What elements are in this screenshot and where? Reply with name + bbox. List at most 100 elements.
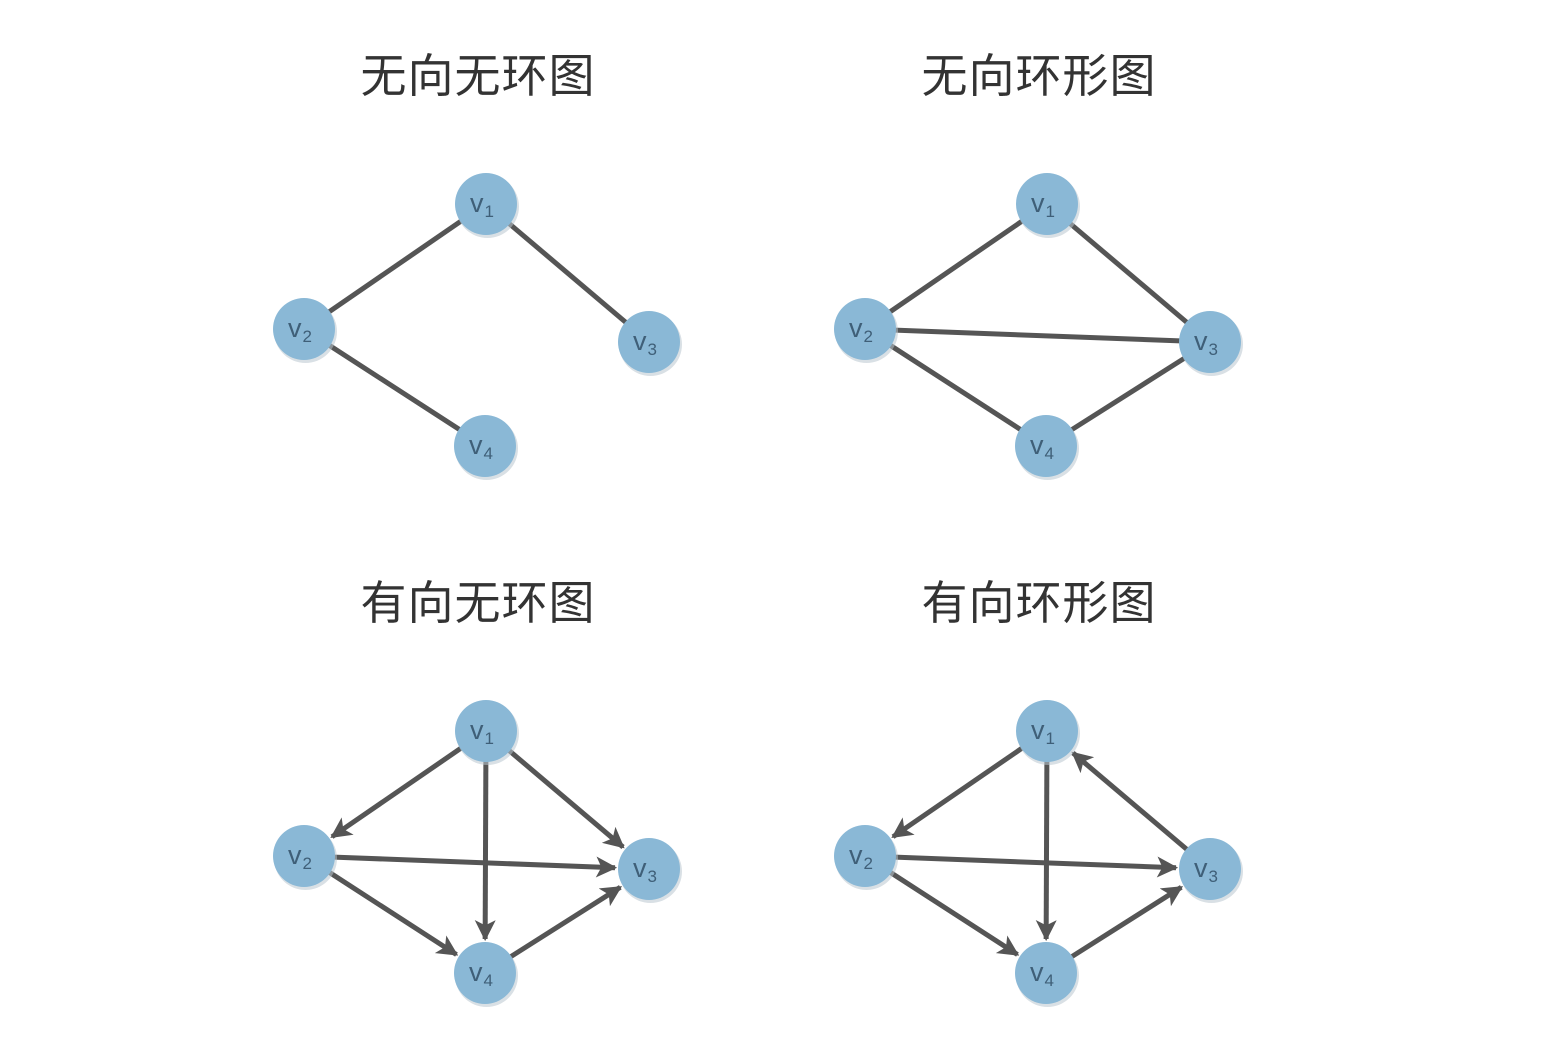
- node-label-sub: 3: [648, 340, 657, 359]
- edge-v1-v4: [474, 760, 496, 942]
- edge-v2-v3: [894, 854, 1179, 878]
- node-label-main: v: [469, 430, 483, 460]
- node-label-main: v: [849, 313, 863, 343]
- edge-v1-v2: [330, 745, 463, 839]
- node-label: v3: [1194, 853, 1218, 886]
- node-label-sub: 2: [864, 327, 873, 346]
- edge-v2-v3: [894, 327, 1181, 344]
- node-v1: v1: [1016, 173, 1080, 238]
- node-label: v1: [470, 188, 494, 221]
- node-v4: v4: [454, 415, 518, 480]
- node-label-sub: 4: [484, 444, 493, 463]
- diagram-title: 无向环形图: [921, 49, 1157, 103]
- node-label-sub: 2: [303, 327, 312, 346]
- node-v4: v4: [454, 942, 518, 1007]
- node-label-main: v: [633, 326, 647, 356]
- node-label-main: v: [1030, 957, 1044, 987]
- node-circle: [273, 825, 335, 887]
- node-circle: [618, 838, 680, 900]
- node-label-sub: 1: [1046, 202, 1055, 221]
- node-label: v2: [288, 840, 312, 873]
- node-label: v3: [1194, 326, 1218, 359]
- node-label-sub: 4: [1045, 444, 1054, 463]
- edge-v2-v4: [888, 343, 1023, 432]
- edges-layer: [888, 218, 1189, 433]
- node-label: v4: [469, 957, 493, 990]
- node-label-sub: 2: [303, 854, 312, 873]
- node-label-main: v: [470, 715, 484, 745]
- node-circle: [1179, 311, 1241, 373]
- node-label-main: v: [288, 313, 302, 343]
- edge-v2-v4: [888, 870, 1020, 957]
- node-circle: [618, 311, 680, 373]
- node-v4: v4: [1015, 942, 1079, 1007]
- diagram-title: 无向无环图: [360, 49, 596, 103]
- edge-v3-v4: [1069, 355, 1187, 433]
- node-v3: v3: [618, 311, 682, 376]
- node-circle: [1015, 415, 1077, 477]
- node-label: v4: [469, 430, 493, 463]
- edge-v2-v4: [327, 870, 459, 957]
- edge-v3-v1: [1071, 751, 1189, 852]
- node-label: v1: [1031, 715, 1055, 748]
- node-label-sub: 1: [485, 202, 494, 221]
- node-v3: v3: [618, 838, 682, 903]
- node-v2: v2: [834, 825, 898, 890]
- node-circle: [273, 298, 335, 360]
- node-circle: [1016, 700, 1078, 762]
- node-label-sub: 3: [1209, 340, 1218, 359]
- node-label: v2: [849, 840, 873, 873]
- node-v2: v2: [273, 825, 337, 890]
- node-label: v1: [1031, 188, 1055, 221]
- node-label-sub: 3: [648, 867, 657, 886]
- node-label: v2: [849, 313, 873, 346]
- node-v1: v1: [1016, 700, 1080, 765]
- edges-layer: [888, 745, 1189, 960]
- edge-v1-v2: [327, 218, 463, 315]
- edge-v2-v3: [333, 854, 618, 878]
- node-label-main: v: [1194, 326, 1208, 356]
- node-label: v4: [1030, 957, 1054, 990]
- node-label-main: v: [849, 840, 863, 870]
- node-circle: [834, 825, 896, 887]
- edge-v4-v3: [1069, 885, 1184, 960]
- node-v1: v1: [455, 173, 519, 238]
- node-label-main: v: [1031, 715, 1045, 745]
- edge-v4-v3: [508, 885, 623, 960]
- node-circle: [834, 298, 896, 360]
- node-circle: [454, 942, 516, 1004]
- node-v3: v3: [1179, 311, 1243, 376]
- node-label: v1: [470, 715, 494, 748]
- node-circle: [1179, 838, 1241, 900]
- node-label-sub: 1: [485, 729, 494, 748]
- node-circle: [1015, 942, 1077, 1004]
- node-label-sub: 4: [484, 971, 493, 990]
- node-label-main: v: [633, 853, 647, 883]
- node-circle: [1016, 173, 1078, 235]
- node-circle: [454, 415, 516, 477]
- node-circle: [455, 700, 517, 762]
- edges-layer: [327, 745, 625, 960]
- node-v2: v2: [273, 298, 337, 363]
- node-label-sub: 1: [1046, 729, 1055, 748]
- edge-v1-v3: [507, 221, 628, 325]
- edges-layer: [327, 218, 628, 432]
- edge-v1-v3: [1068, 221, 1189, 325]
- node-label-sub: 4: [1045, 971, 1054, 990]
- node-label: v4: [1030, 430, 1054, 463]
- node-v2: v2: [834, 298, 898, 363]
- node-label-main: v: [1031, 188, 1045, 218]
- node-label: v3: [633, 326, 657, 359]
- node-label-main: v: [1194, 853, 1208, 883]
- node-label: v2: [288, 313, 312, 346]
- edge-v1-v3: [507, 748, 625, 849]
- diagram-title: 有向环形图: [921, 576, 1157, 630]
- node-label-sub: 2: [864, 854, 873, 873]
- node-label-sub: 3: [1209, 867, 1218, 886]
